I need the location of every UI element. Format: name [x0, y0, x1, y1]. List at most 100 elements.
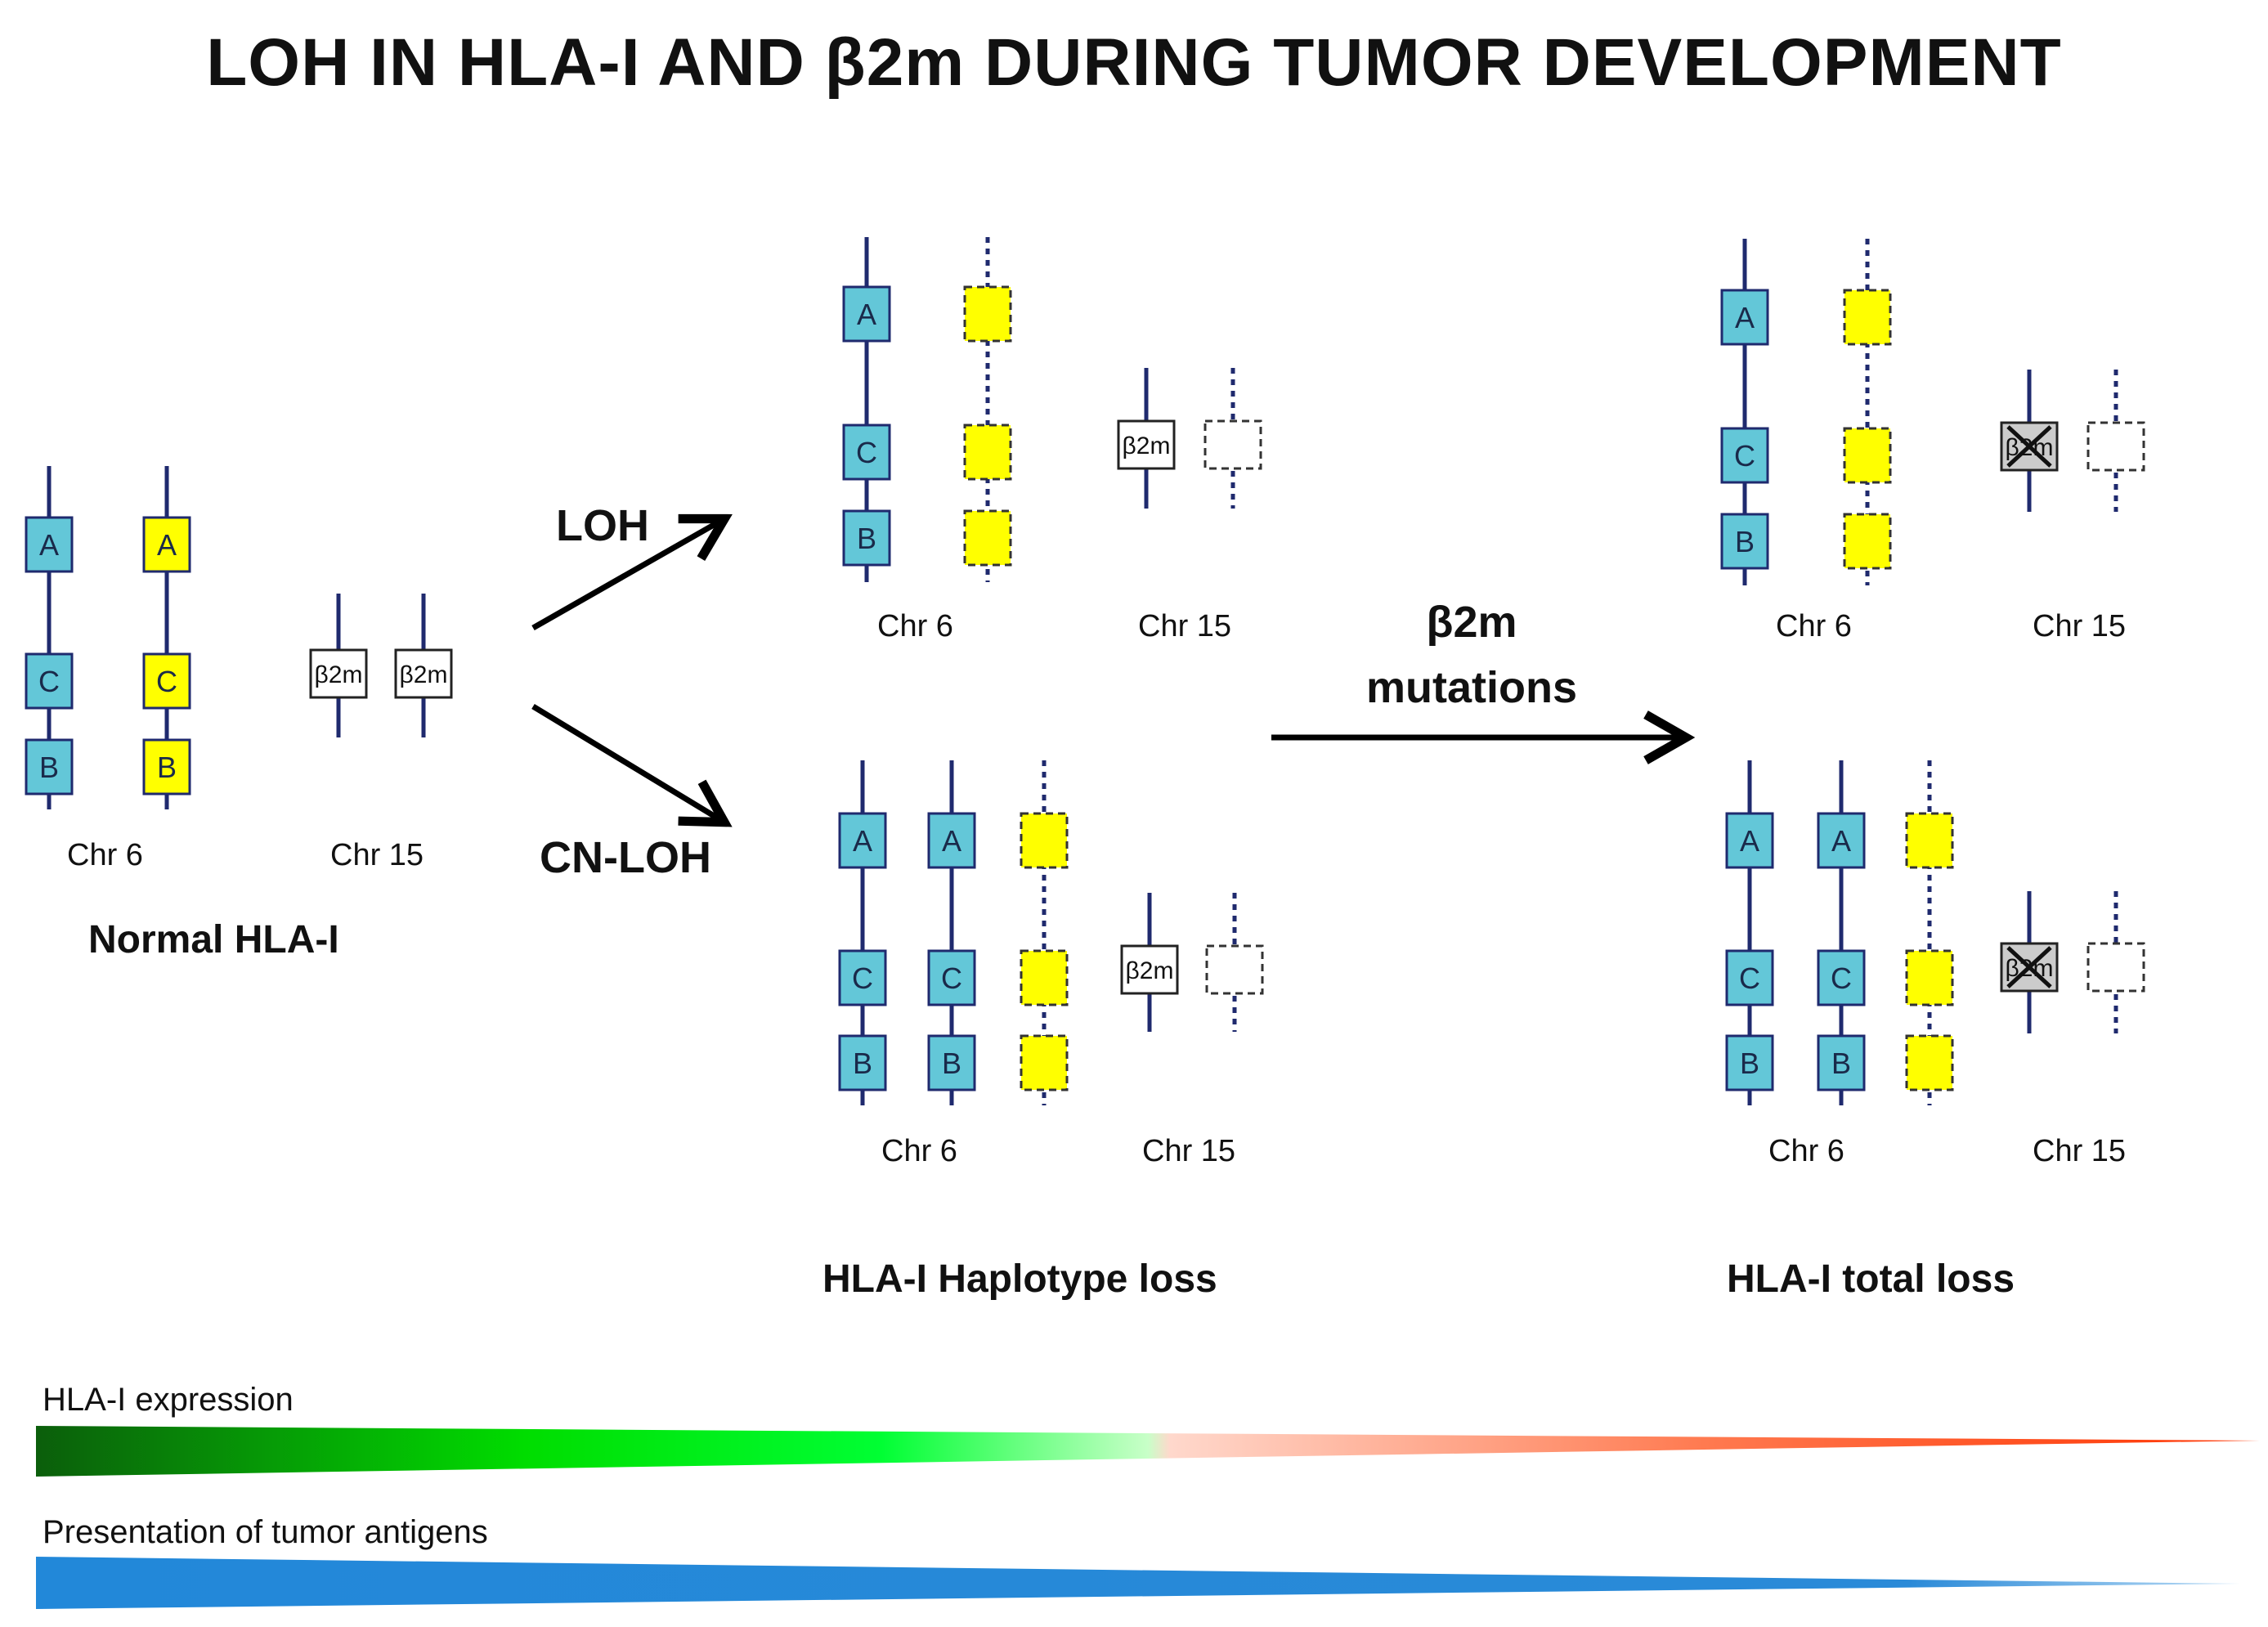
cnloh-chr6-blue-a-gene-b: [838, 1034, 887, 1091]
chr15-label-loh: Chr 15: [1138, 609, 1232, 643]
cnloh-chr6-blue-b-gene-a-text: A: [942, 824, 961, 858]
loh-chr6-blue-gene-c-text: C: [856, 436, 877, 469]
cnloh-chr15-lost-b2m: [1205, 944, 1264, 995]
chr6-label-total-bottom: Chr 6: [1768, 1134, 1844, 1168]
total-bottom-chr15-lost-b2m: [2086, 942, 2145, 993]
normal-chr15-b-b2m-text: β2m: [400, 661, 448, 688]
cnloh-chr15-a-b2m-text: β2m: [1126, 957, 1174, 984]
loh-chr15-a-b2m-text: β2m: [1123, 433, 1171, 459]
normal-chr6-yellow-gene-c-text: C: [156, 665, 177, 698]
cnloh-chr6-blue-b-gene-c-text: C: [941, 961, 962, 995]
chr6-label-cnloh: Chr 6: [881, 1134, 957, 1168]
expression-bar-label: HLA-I expression: [43, 1382, 294, 1418]
loh-chr15-lost-b2m: [1203, 419, 1262, 470]
cnloh-chr6-blue-a-gene-c-text: C: [852, 961, 873, 995]
chr15-label-cnloh: Chr 15: [1142, 1134, 1236, 1168]
total-bottom-chr6-blue-b-gene-a-text: A: [1831, 824, 1851, 858]
total-bottom-chr6-blue-b-gene-b: [1817, 1034, 1866, 1091]
total-bottom-chr6-blue-a-gene-c: [1725, 949, 1774, 1006]
gradient-bar-layer: [36, 1426, 2260, 1609]
loh-chr6-lost-gene-c: [963, 424, 1012, 481]
total-top-chr6-lost-gene-a: [1843, 289, 1892, 346]
arrow-layer: [531, 513, 1696, 827]
cnloh-chr6-lost-gene-b: [1020, 1034, 1069, 1091]
haplotype-loss-label: HLA-I Haplotype loss: [822, 1257, 1217, 1301]
loh-chr6-blue-gene-c: [842, 424, 891, 481]
cnloh-chr6-blue-b-gene-a: [927, 812, 976, 869]
total-bottom-chr6-blue-a-gene-b: [1725, 1034, 1774, 1091]
chr6-label-total-top: Chr 6: [1776, 609, 1852, 643]
total-bottom-chr6-blue-a-gene-a-text: A: [1740, 824, 1759, 858]
normal-chr15-a-b2m-text: β2m: [315, 661, 363, 688]
cn-loh-arrow: [531, 704, 733, 827]
b2m-mutation-label-line2: mutations: [1365, 663, 1577, 712]
normal-chr6-yellow-gene-b: [142, 738, 191, 796]
cnloh-chr6-blue-a-gene-c: [838, 949, 887, 1006]
total-top-chr6-blue-gene-c-text: C: [1734, 439, 1755, 473]
normal-chr15-b-b2m: [394, 648, 453, 699]
chromosome-layer: ACBACBβ2mβ2mACBβ2mACBACBβ2mACBβ2mACBACBβ…: [25, 237, 2145, 1105]
normal-chr6-blue-gene-c-text: C: [38, 665, 60, 698]
total-top-chr6-lost-gene-c: [1843, 427, 1892, 484]
antigen-presentation-bar: [36, 1557, 2240, 1609]
total-bottom-chr6-blue-a-gene-a: [1725, 812, 1774, 869]
chr6-label-loh: Chr 6: [877, 609, 953, 643]
loh-chr6-blue-gene-b: [842, 509, 891, 567]
normal-chr6-blue-gene-c: [25, 652, 74, 710]
total-top-chr6-blue-gene-b: [1720, 513, 1769, 570]
loh-chr6-blue-gene-a: [842, 285, 891, 343]
normal-chr6-yellow-gene-a: [142, 516, 191, 573]
normal-chr6-yellow-gene-b-text: B: [157, 751, 177, 784]
loh-chr15-a-b2m: [1117, 419, 1176, 470]
cnloh-chr6-blue-a-gene-a-text: A: [853, 824, 872, 858]
normal-chr15-a-b2m: [309, 648, 368, 699]
total-bottom-chr6-lost-gene-a: [1905, 812, 1954, 869]
cnloh-chr6-blue-b-gene-c: [927, 949, 976, 1006]
total-top-chr6-blue-gene-a: [1720, 289, 1769, 346]
total-top-chr6-blue-gene-b-text: B: [1735, 525, 1755, 558]
cnloh-chr6-lost-gene-c: [1020, 949, 1069, 1006]
chr6-label-normal: Chr 6: [67, 838, 143, 872]
normal-chr6-blue-gene-a-text: A: [39, 528, 59, 562]
total-bottom-chr6-blue-a-gene-c-text: C: [1739, 961, 1760, 995]
normal-chr6-blue-gene-b-text: B: [39, 751, 59, 784]
loh-arrow: [531, 513, 733, 631]
total-bottom-chr6-blue-b-gene-c-text: C: [1831, 961, 1852, 995]
total-bottom-chr6-blue-a-gene-b-text: B: [1740, 1047, 1759, 1080]
loh-chr6-lost-gene-a: [963, 285, 1012, 343]
total-top-chr15-mutated-b2m-cross-b: [2006, 425, 2052, 468]
total-bottom-chr6-blue-b-gene-b-text: B: [1831, 1047, 1851, 1080]
cnloh-chr6-lost-gene-a: [1020, 812, 1069, 869]
total-bottom-chr15-mutated-b2m-cross-b: [2006, 946, 2052, 988]
chr15-label-total-bottom: Chr 15: [2033, 1134, 2127, 1168]
total-top-chr6-lost-gene-b: [1843, 513, 1892, 570]
total-loss-label: HLA-I total loss: [1727, 1257, 2015, 1301]
cnloh-chr6-blue-b-gene-b: [927, 1034, 976, 1091]
loh-chr6-blue-gene-a-text: A: [857, 298, 876, 331]
loh-chr6-lost-gene-b: [963, 509, 1012, 567]
total-top-chr6-blue-gene-c: [1720, 427, 1769, 484]
loh-label: LOH: [556, 501, 649, 550]
b2m-mutation-label-line1: β2m: [1426, 598, 1517, 647]
normal-chr6-yellow-gene-a-text: A: [157, 528, 177, 562]
hla-expression-bar: [36, 1426, 2260, 1477]
normal-chr6-blue-gene-a: [25, 516, 74, 573]
chr15-label-total-top: Chr 15: [2033, 609, 2127, 643]
cn-loh-label: CN-LOH: [540, 833, 711, 882]
cnloh-chr6-blue-a-gene-a: [838, 812, 887, 869]
total-bottom-chr6-blue-b-gene-a: [1817, 812, 1866, 869]
total-bottom-chr6-lost-gene-c: [1905, 949, 1954, 1006]
figure-title: LOH IN HLA-I AND β2m DURING TUMOR DEVELO…: [206, 25, 2062, 100]
total-top-chr15-lost-b2m: [2086, 421, 2145, 472]
total-top-chr6-blue-gene-a-text: A: [1735, 301, 1755, 334]
normal-chr6-blue-gene-b: [25, 738, 74, 796]
cnloh-chr15-a-b2m: [1120, 944, 1179, 995]
loh-chr6-blue-gene-b-text: B: [857, 522, 876, 555]
chr15-label-normal: Chr 15: [330, 838, 424, 872]
total-bottom-chr6-blue-b-gene-c: [1817, 949, 1866, 1006]
normal-hla-label: Normal HLA-I: [88, 918, 339, 961]
presentation-bar-label: Presentation of tumor antigens: [43, 1514, 488, 1550]
cnloh-chr6-blue-b-gene-b-text: B: [942, 1047, 961, 1080]
